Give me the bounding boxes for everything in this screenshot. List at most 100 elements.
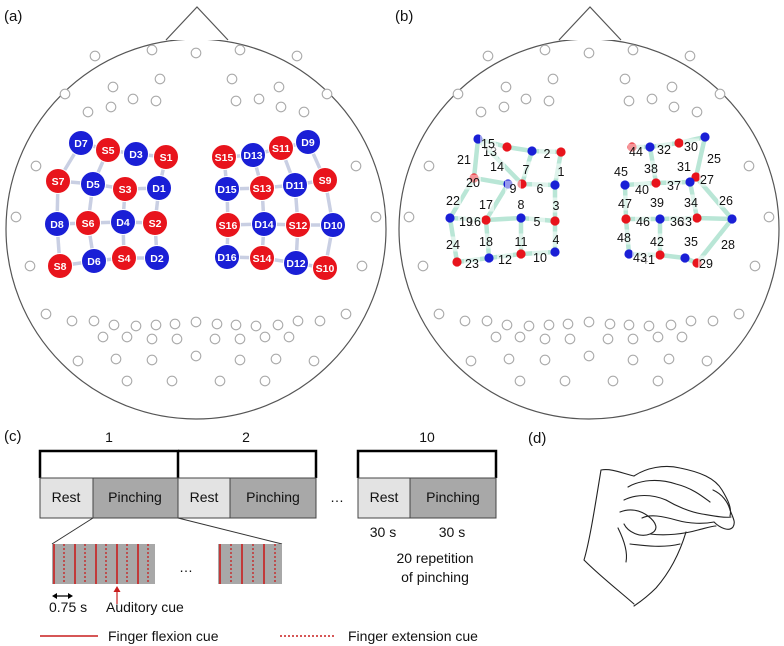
source-optode-label: S10 [316,263,335,275]
channel-number: 47 [618,197,632,211]
channel-number-bg [553,163,569,179]
channel-number: 7 [523,163,530,177]
detector-optode [110,209,136,235]
detector-dot [516,213,526,223]
channel-number: 19 [459,215,473,229]
channel-number-bg [666,177,682,193]
source-dot [556,147,566,157]
panel-label-c: (c) [4,428,22,445]
cue-marks [53,544,276,584]
detector-dot [484,253,494,263]
channel-number-bg [683,194,699,210]
source-optode [45,168,71,194]
electrode-position [543,319,555,331]
electrode-position [652,375,664,387]
source-optode [249,245,275,271]
electrode-position [676,331,688,343]
electrode-position [190,47,202,59]
rest-label-1: Rest [52,489,81,505]
electrode-position [583,316,595,328]
channel-number: 3 [553,199,560,213]
detector-dot [685,177,695,187]
source-optode [142,210,168,236]
detector-dot [700,132,710,142]
detector-dot [655,214,665,224]
detector-optode-label: D6 [87,256,101,268]
detector-optode-label: D2 [150,253,164,265]
channel-number-bg [676,158,692,174]
detector-optode-label: D16 [217,252,236,264]
pinching-label-10: Pinching [426,489,480,505]
pinching-label-1: Pinching [108,489,162,505]
cue-ellipsis: … [179,559,193,575]
electrode-position [714,88,726,100]
source-optode [249,175,275,201]
channel-number-bg [643,160,659,176]
electrode-position [97,331,109,343]
channel-number: 39 [650,196,664,210]
electrode-position [146,333,158,345]
electrode-position [452,88,464,100]
electrode-position [59,88,71,100]
electrode-position [500,81,512,93]
electrode-position [253,93,265,105]
detector-optode-label: D10 [323,220,342,232]
electrode-position [150,95,162,107]
channel-link [694,215,735,222]
zoom-lines [51,517,283,545]
detector-optode [295,129,321,155]
channel-number-bg [548,231,564,247]
source-optode-label: S13 [253,183,272,195]
source-optode [47,253,73,279]
electrode-position [10,211,22,223]
channel-number-bg [480,135,496,151]
detector-optode [282,172,308,198]
electrode-position [514,375,526,387]
electrode-position [292,315,304,327]
channel-number-bg [632,249,648,265]
source-optode-label: S9 [319,175,332,187]
electrode-position [623,95,635,107]
electrode-position [171,333,183,345]
channel-link [483,181,511,223]
legend-flexion-label: Finger flexion cue [108,628,219,644]
detector-dot [645,142,655,152]
channel-number-bg [456,151,472,167]
panel-label-a: (a) [4,8,22,25]
block-number-1: 1 [105,429,113,445]
electrode-position [523,320,535,332]
channel-number-bg [548,197,564,213]
channel-number: 23 [465,257,479,271]
trial-block-2 [177,477,317,519]
source-optode-label: S3 [119,184,132,196]
channel-number: 46 [636,215,650,229]
source-optode [95,137,121,163]
detector-optode-label: D14 [254,219,273,231]
electrode-position [234,333,246,345]
electrode-position [668,101,680,113]
detector-optode-label: D13 [243,150,262,162]
source-optode-label: S15 [215,152,234,164]
electrode-position [226,73,238,85]
detector-dot [550,247,560,257]
electrode-position [465,355,477,367]
electrode-position [490,331,502,343]
channel-number: 15 [481,137,495,151]
electrode-position [214,375,226,387]
electrode-position [121,331,133,343]
detector-dot [550,180,560,190]
electrode-position [259,375,271,387]
channel-number: 37 [667,179,681,193]
channel-number-bg [656,141,672,157]
electrode-position [403,211,415,223]
source-dot [651,178,661,188]
electrode-position [733,308,745,320]
electrode-position [646,93,658,105]
electrode-position [691,106,703,118]
source-optode-label: S2 [149,218,162,230]
channel-number-bg [699,171,715,187]
channel-number: 1 [558,165,565,179]
channel-number: 14 [490,160,504,174]
detector-optode [283,250,309,276]
repetition-line-2: of pinching [401,569,469,585]
